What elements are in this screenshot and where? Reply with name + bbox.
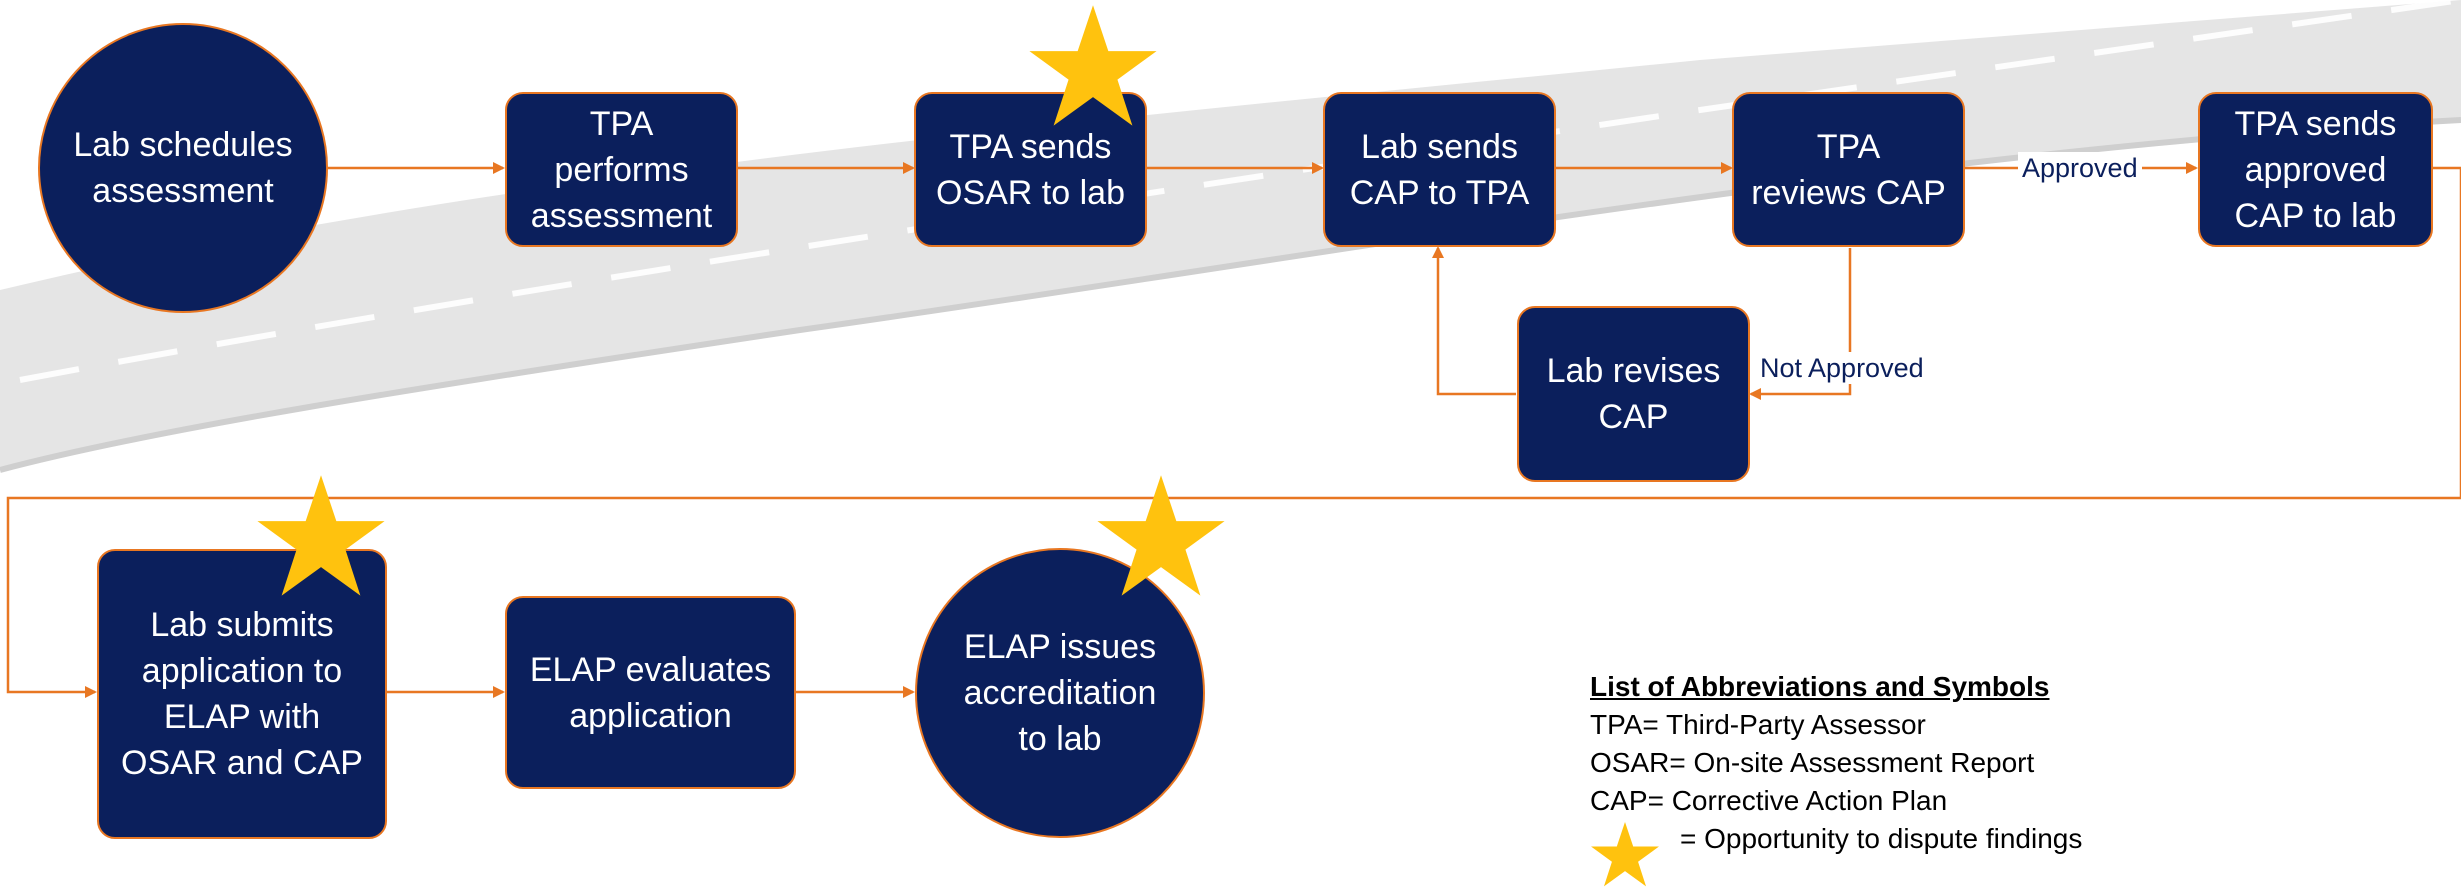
- node-elap-evaluates-application: ELAP evaluates application: [505, 596, 796, 789]
- node-label: Lab schedules assessment: [73, 126, 293, 210]
- node-tpa-sends-osar: TPA sends OSAR to lab: [914, 92, 1147, 247]
- node-label: ELAP evaluates application: [529, 650, 772, 735]
- legend: List of Abbreviations and Symbols TPA= T…: [1590, 668, 2083, 887]
- edge-label-not-approved: Not Approved: [1756, 352, 1928, 384]
- connector-layer: [6, 162, 2461, 698]
- star-icon: [1097, 475, 1225, 596]
- legend-item-star: = Opportunity to dispute findings: [1590, 820, 2083, 887]
- node-tpa-performs-assessment: TPA performs assessment: [505, 92, 738, 247]
- legend-star-text: = Opportunity to dispute findings: [1680, 823, 2083, 854]
- legend-item-tpa: TPA= Third-Party Assessor: [1590, 709, 1926, 740]
- node-lab-sends-cap: Lab sends CAP to TPA: [1323, 92, 1556, 247]
- node-label: TPA sends OSAR to lab: [936, 127, 1125, 212]
- legend-item-osar: OSAR= On-site Assessment Report: [1590, 747, 2035, 778]
- node-label: TPA sends approved CAP to lab: [2234, 104, 2397, 235]
- legend-title: List of Abbreviations and Symbols: [1590, 671, 2050, 702]
- legend-item-cap: CAP= Corrective Action Plan: [1590, 785, 1948, 816]
- arrow-revise-to-cap: [1432, 246, 1516, 396]
- node-label: TPA performs assessment: [530, 104, 713, 235]
- node-lab-revises-cap: Lab revises CAP: [1517, 306, 1750, 482]
- node-label: Lab revises CAP: [1546, 352, 1721, 436]
- arrow-review-to-revise: [1749, 248, 1852, 400]
- node-lab-schedules-assessment: Lab schedules assessment: [38, 23, 328, 313]
- node-elap-issues-accreditation: ELAP issues accreditation to lab: [915, 548, 1205, 838]
- star-icon: [257, 475, 385, 596]
- arrow-approved-to-submit: [6, 166, 2461, 698]
- star-icon: [1029, 5, 1157, 126]
- node-lab-submits-application: Lab submits application to ELAP with OSA…: [97, 549, 387, 839]
- star-icon: [1591, 822, 1659, 887]
- node-label: ELAP issues accreditation to lab: [963, 628, 1157, 758]
- node-tpa-sends-approved-cap: TPA sends approved CAP to lab: [2198, 92, 2433, 247]
- edge-label-approved: Approved: [2018, 152, 2142, 184]
- node-label: TPA reviews CAP: [1751, 127, 1946, 212]
- node-label: Lab sends CAP to TPA: [1349, 127, 1530, 212]
- node-tpa-reviews-cap: TPA reviews CAP: [1732, 92, 1965, 247]
- node-label: Lab submits application to ELAP with OSA…: [121, 606, 363, 782]
